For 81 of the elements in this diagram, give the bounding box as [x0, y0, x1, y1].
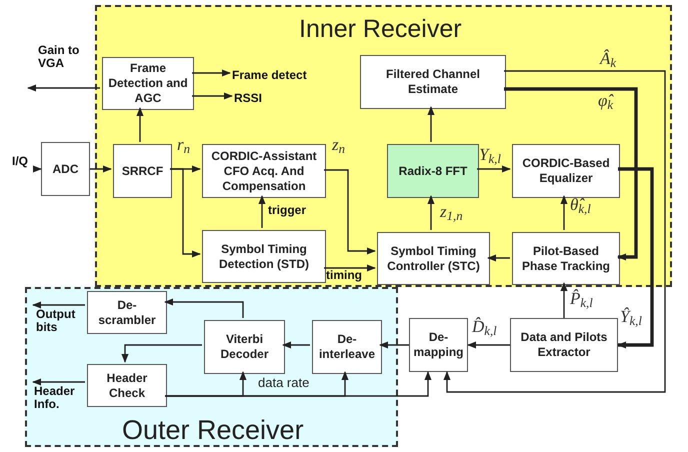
arrow: [136, 107, 144, 142]
receiver-region: [25, 287, 398, 447]
edge-label: Output bits: [36, 308, 76, 334]
edge-label: Gain to VGA: [38, 44, 80, 70]
block-label: Radix-8 FFT: [398, 164, 468, 178]
edge-label: θ̂$_{k,l}$: [570, 196, 592, 213]
edge-label: Header Info.: [34, 385, 76, 411]
receiver-region: [95, 5, 672, 287]
block-box: [512, 232, 620, 285]
block-label: Symbol Timing Controller (STC): [386, 244, 481, 274]
block-label: De- mapping: [414, 330, 464, 360]
arrow: [324, 264, 376, 272]
edge-label: φ̂$_{k}$: [598, 92, 615, 109]
block-box: [202, 230, 326, 283]
edge-label: Ŷ$_{k,l}$: [620, 308, 643, 325]
edge-label: r$_{n}$: [177, 136, 191, 153]
block-box: [41, 142, 90, 196]
arrow: [165, 371, 432, 397]
arrow: [427, 195, 435, 230]
block-label: Viterbi Decoder: [219, 332, 270, 362]
arrow: [443, 70, 666, 393]
block-box: [202, 144, 326, 198]
block-label: Frame Detection and AGC: [107, 61, 189, 106]
arrow: [32, 301, 85, 309]
arrow: [379, 341, 409, 349]
block-label: ADC: [52, 162, 78, 176]
block-box: [510, 318, 618, 372]
arrow: [427, 106, 435, 142]
arrow: [121, 344, 202, 363]
edge-label: Â$_{k}$: [600, 50, 618, 67]
edge-label: trigger: [268, 204, 308, 217]
edge-label: data rate: [258, 376, 310, 389]
arrow: [32, 165, 42, 173]
block-label: Header Check: [106, 370, 148, 400]
arrow: [504, 87, 638, 261]
block-label: Data and Pilots Extractor: [520, 330, 608, 360]
arrow: [487, 254, 510, 262]
edge-label: timing: [326, 269, 363, 282]
arrow: [282, 341, 310, 349]
region-title: Inner Receiver: [299, 17, 462, 42]
block-label: CORDIC-Assistant CFO Acq. And Compensation: [210, 148, 318, 194]
block-box: [87, 291, 167, 334]
edge-label: Y$_{k,l}$: [479, 146, 502, 163]
block-box: [113, 144, 172, 198]
signal-label: I/Q: [12, 150, 38, 172]
arrow: [324, 169, 376, 255]
arrow: [32, 378, 85, 386]
edge-label: z$_{1,n}$: [440, 203, 464, 220]
block-label: Symbol Timing Detection (STD): [218, 242, 310, 272]
arrow: [560, 282, 568, 318]
arrow: [258, 195, 266, 228]
block-label: De- scrambler: [97, 298, 157, 328]
arrow: [477, 165, 511, 173]
block-box: [360, 55, 506, 109]
block-box: [377, 232, 490, 285]
block-label: De- interleave: [318, 332, 376, 362]
arrow: [164, 298, 244, 318]
block-box: [512, 144, 620, 198]
signal-label: RSSI: [234, 90, 274, 106]
block-box: [387, 144, 479, 198]
block-box: [409, 318, 468, 372]
signal-label: Frame detect: [232, 67, 322, 83]
block-box: [312, 320, 382, 374]
arrow: [90, 165, 112, 173]
arrow: [467, 341, 510, 349]
block-label: Filtered Channel Estimate: [384, 67, 481, 97]
arrow: [170, 168, 201, 258]
block-box: [87, 364, 167, 407]
arrow: [192, 92, 233, 100]
region-title: Outer Receiver: [122, 417, 304, 444]
block-label: SRRCF: [122, 164, 164, 178]
edge-label: P̂$_{k,l}$: [570, 290, 594, 307]
edge-label: z$_{n}$: [332, 136, 346, 153]
arrow: [560, 195, 568, 230]
block-box: [204, 320, 285, 374]
arrow: [617, 167, 654, 349]
arrow: [27, 84, 100, 92]
block-label: Pilot-Based Phase Tracking: [520, 244, 612, 274]
arrow: [192, 69, 231, 77]
edge-label: D̂$_{k,l}$: [472, 318, 498, 335]
block-label: CORDIC-Based Equalizer: [521, 156, 611, 186]
